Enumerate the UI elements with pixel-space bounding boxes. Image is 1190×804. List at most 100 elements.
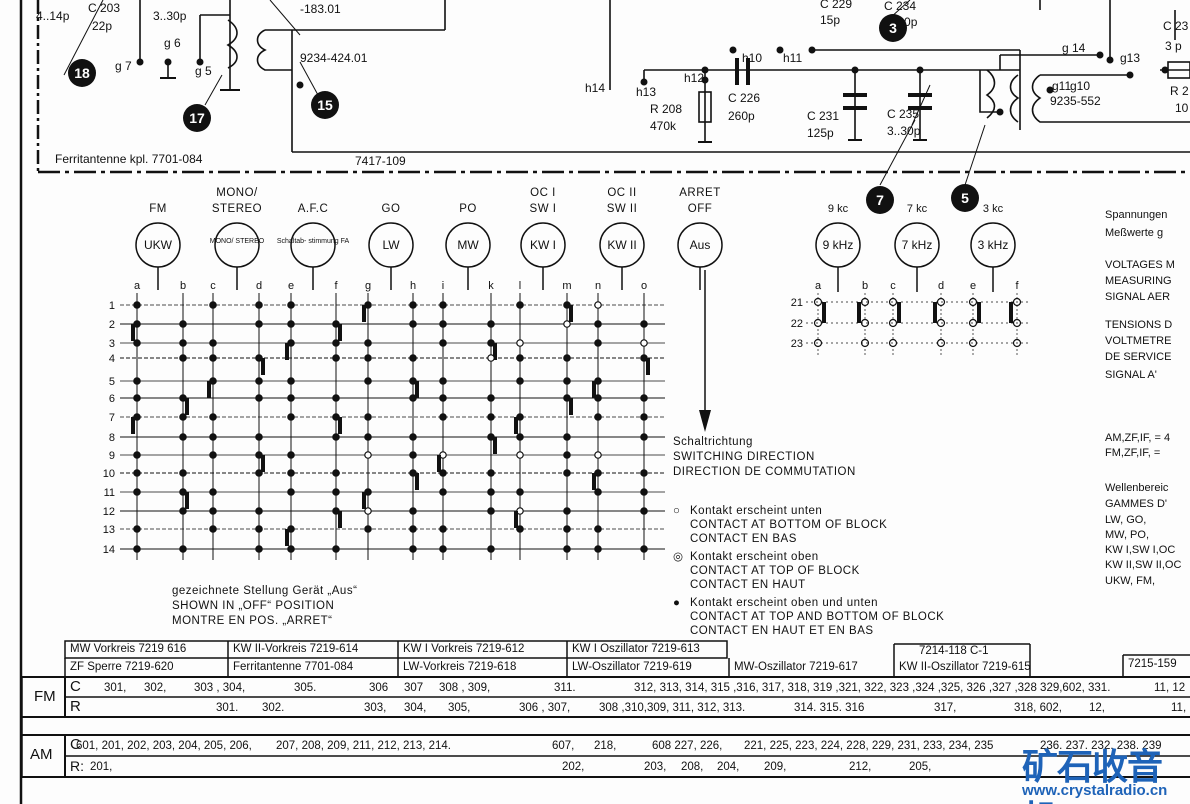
column-letter: b — [862, 280, 868, 292]
contact-closed — [487, 413, 495, 421]
junction-dot — [1161, 66, 1169, 74]
contact-closed — [364, 525, 372, 533]
column-letter: g — [365, 280, 371, 292]
contact-closed — [516, 525, 524, 533]
switch-knob[interactable] — [290, 222, 336, 268]
header-cell: Ferritantenne 7701-084 — [233, 661, 354, 673]
bandwidth-switch-button[interactable]: 9 kc9 kHz — [815, 203, 861, 292]
direction-line: DIRECTION DE COMMUTATION — [673, 466, 856, 478]
contact-closed — [255, 469, 263, 477]
contact-closed — [487, 507, 495, 515]
contact-closed — [487, 394, 495, 402]
component-label: C 234 — [884, 0, 916, 13]
table-cell: 302, — [144, 682, 167, 694]
contact-closed — [439, 320, 447, 328]
am-c-label: C — [70, 736, 81, 753]
table-cell: 12, — [1089, 702, 1105, 714]
contact-closed — [287, 301, 295, 309]
callout-number: 3 — [889, 20, 897, 36]
contact-closed — [516, 433, 524, 441]
switch-title: OC II — [607, 187, 636, 199]
switch-title: ARRET — [679, 187, 720, 199]
callout-number: 15 — [317, 97, 333, 113]
column-letter: l — [519, 280, 521, 292]
note-line: FM,ZF,IF, = — [1105, 447, 1160, 459]
junction-dot — [916, 66, 924, 74]
contact-closed — [439, 413, 447, 421]
contact-closed — [439, 488, 447, 496]
bandwidth-title: 7 kc — [907, 203, 928, 215]
contact-closed — [409, 394, 417, 402]
contact-closed — [287, 469, 295, 477]
switch-inner-label: MW — [457, 238, 479, 252]
am-r-label: R: — [70, 758, 84, 774]
callout-badge-icon — [879, 14, 907, 42]
contact-closed — [640, 507, 648, 515]
contact-open — [640, 339, 648, 347]
column-letter: a — [134, 280, 141, 292]
bandwidth-switch-button[interactable]: 3 kc3 kHz — [970, 203, 1016, 292]
component-label: C 23 — [1163, 19, 1189, 33]
bandwidth-switch-button[interactable]: 7 kc 7 kHz — [894, 203, 940, 292]
contact-closed — [563, 507, 571, 515]
junction-dot — [1046, 86, 1054, 94]
table-cell: 236. 237. 232. 238. 239 — [1040, 740, 1162, 752]
junction-dot — [196, 58, 204, 66]
callout-number: 7 — [876, 192, 884, 208]
table-cell: 11, 12 — [1154, 682, 1186, 694]
callout-number: 5 — [961, 190, 969, 206]
contact-closed — [179, 339, 187, 347]
contact-closed — [563, 354, 571, 362]
contact-closed — [594, 488, 602, 496]
note-line: VOLTAGES M — [1105, 259, 1175, 271]
position-note-line: gezeichnete Stellung Gerät „Aus“ — [172, 585, 357, 597]
component-label: C 235 — [887, 107, 919, 121]
table-cell: 302. — [262, 702, 285, 714]
junction-dot — [729, 46, 737, 54]
component-label: C 203 — [88, 1, 120, 15]
legend-line: CONTACT EN BAS — [690, 533, 797, 545]
contact-closed — [209, 301, 217, 309]
switch-knob[interactable] — [214, 222, 260, 268]
header-cell: 7214-118 C-1 — [919, 645, 989, 657]
component-label: R 2 — [1170, 84, 1189, 98]
watermark-logo: 矿石收音机 — [1022, 747, 1163, 804]
column-letter: i — [442, 280, 444, 292]
contact-closed — [209, 433, 217, 441]
contact-closed — [439, 525, 447, 533]
component-label: g10 — [1070, 79, 1090, 93]
row-number: 14 — [103, 544, 115, 556]
switch-button[interactable]: OC ISW IKW I — [520, 187, 566, 290]
contact-closed — [409, 525, 417, 533]
switch-inner-label: LW — [382, 238, 400, 252]
position-note: gezeichnete Stellung Gerät „Aus“SHOWN IN… — [172, 585, 357, 627]
column-letter: o — [641, 280, 647, 292]
row-number: 13 — [103, 524, 115, 536]
contact-closed — [640, 469, 648, 477]
component-label: 9235-552 — [1050, 94, 1101, 108]
contact-closed — [287, 413, 295, 421]
contact-closed — [209, 354, 217, 362]
switch-inner-label: Aus — [690, 238, 711, 252]
legend-line: Kontakt erscheint oben — [690, 551, 819, 563]
column-letter: f — [1015, 280, 1019, 292]
contact-closed — [409, 433, 417, 441]
contact-closed — [640, 394, 648, 402]
bandwidth-inner-label: 7 kHz — [902, 238, 933, 252]
contact-closed — [487, 545, 495, 553]
contact-closed — [409, 320, 417, 328]
contact-open — [487, 354, 495, 362]
row-number: 9 — [109, 450, 115, 462]
contact-closed — [409, 451, 417, 459]
row-number: 8 — [109, 432, 115, 444]
contact-closed — [332, 394, 340, 402]
